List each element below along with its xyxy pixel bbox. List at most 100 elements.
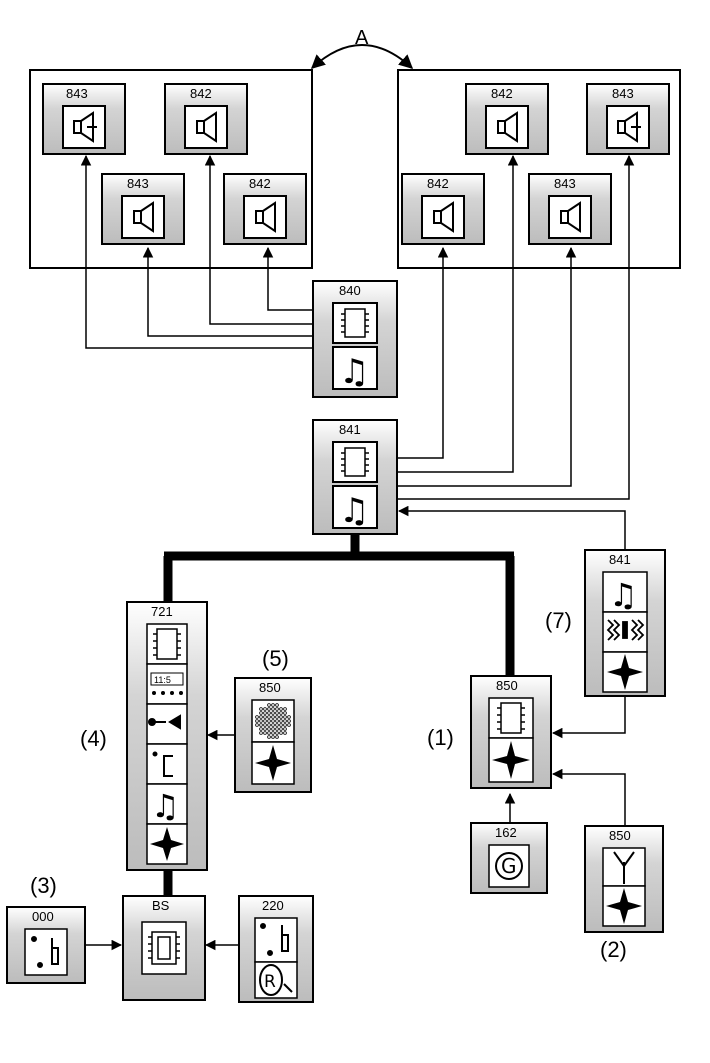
grille-hole: [275, 703, 279, 707]
button-dots: [152, 691, 183, 695]
module-841-top: 841 ♫: [312, 419, 398, 535]
grille-hole: [263, 731, 267, 735]
module-843-left-a: 843: [42, 83, 126, 155]
svg-text:842: 842: [427, 176, 449, 191]
svg-text:850: 850: [259, 680, 281, 695]
grille-hole: [271, 711, 275, 715]
grille-hole: [259, 727, 263, 731]
grille-hole: [263, 707, 267, 711]
grille-hole: [263, 719, 267, 723]
grille-hole: [271, 715, 275, 719]
grille-hole: [279, 707, 283, 711]
grille-hole: [275, 723, 279, 727]
svg-text:841: 841: [609, 552, 631, 567]
signal-icon: [606, 619, 645, 641]
grille-hole: [259, 731, 263, 735]
module-842-left-b: 842: [223, 173, 307, 245]
grille-hole: [275, 715, 279, 719]
compass-star-icon: [150, 827, 184, 861]
module-843-right-a: 843: [586, 83, 670, 155]
grille-hole: [267, 735, 271, 739]
svg-text:G: G: [501, 854, 517, 878]
svg-text:842: 842: [190, 86, 212, 101]
grille-hole: [287, 719, 291, 723]
svg-text:721: 721: [151, 604, 173, 619]
grille-hole: [271, 727, 275, 731]
module-bs: BS: [122, 895, 206, 1001]
grille-hole: [267, 719, 271, 723]
grille-hole: [275, 707, 279, 711]
grille-hole: [263, 715, 267, 719]
annotation-4: (4): [80, 726, 107, 751]
svg-text:843: 843: [554, 176, 576, 191]
svg-text:162: 162: [495, 825, 517, 840]
svg-text:843: 843: [612, 86, 634, 101]
module-843-left-b: 843: [101, 173, 185, 245]
svg-text:841: 841: [339, 422, 361, 437]
module-840: 840 ♫: [312, 280, 398, 398]
grille-hole: [263, 727, 267, 731]
label-a: A: [355, 27, 369, 49]
compass-star-icon: [606, 888, 642, 924]
annotation-7: (7): [545, 608, 572, 633]
link-arc-a: [310, 44, 414, 69]
module-850-antenna: 850: [584, 825, 664, 933]
grille-hole: [259, 715, 263, 719]
module-000: 000: [6, 906, 86, 984]
grille-hole: [267, 707, 271, 711]
module-842-right-b: 842: [401, 173, 485, 245]
compass-star-icon: [607, 654, 643, 690]
grille-hole: [275, 727, 279, 731]
grille-hole: [267, 703, 271, 707]
grille-hole: [271, 707, 275, 711]
door-contact-icon: [260, 923, 289, 956]
grille-hole: [255, 723, 259, 727]
chip-icon: [148, 931, 180, 965]
grille-hole: [279, 711, 283, 715]
music-note-icon: ♫: [609, 576, 638, 614]
grille-hole: [283, 731, 287, 735]
speaker-icon: [497, 111, 518, 143]
svg-text:840: 840: [339, 283, 361, 298]
speaker-icon: [133, 201, 154, 233]
speaker-icon: [560, 201, 581, 233]
svg-text:R: R: [264, 972, 276, 992]
grille-hole: [279, 719, 283, 723]
annotation-5: (5): [262, 646, 289, 671]
grille-hole: [279, 723, 283, 727]
speaker-icon: [196, 111, 217, 143]
music-note-icon: ♫: [339, 352, 369, 392]
module-842-left-a: 842: [164, 83, 248, 155]
dome-speaker-icon: [73, 111, 97, 143]
grille-hole: [259, 711, 263, 715]
generator-icon: G: [495, 852, 523, 880]
grille-hole: [283, 711, 287, 715]
grille-hole: [283, 715, 287, 719]
svg-text:220: 220: [262, 898, 284, 913]
grille-hole: [271, 703, 275, 707]
door-icon: [152, 751, 173, 777]
module-843-right-b: 843: [528, 173, 612, 245]
speaker-icon: [433, 201, 454, 233]
door-contact-icon: [31, 936, 59, 968]
grille-hole: [279, 727, 283, 731]
svg-text:11:5: 11:5: [154, 675, 171, 685]
annotation-1: (1): [427, 725, 454, 750]
clock-display: [150, 672, 184, 686]
grille-hole: [263, 723, 267, 727]
chip-icon: [153, 628, 181, 660]
chip-icon: [341, 447, 369, 477]
svg-text:850: 850: [609, 828, 631, 843]
dome-speaker-icon: [617, 111, 641, 143]
chip-icon: [341, 308, 369, 338]
signal-lines: [80, 154, 635, 951]
svg-text:842: 842: [249, 176, 271, 191]
grille-hole: [259, 707, 263, 711]
key-icon: [148, 714, 181, 730]
grille-hole: [267, 727, 271, 731]
svg-text:842: 842: [491, 86, 513, 101]
radio-r-icon: R: [259, 964, 293, 996]
grille-hole: [271, 731, 275, 735]
svg-text:850: 850: [496, 678, 518, 693]
